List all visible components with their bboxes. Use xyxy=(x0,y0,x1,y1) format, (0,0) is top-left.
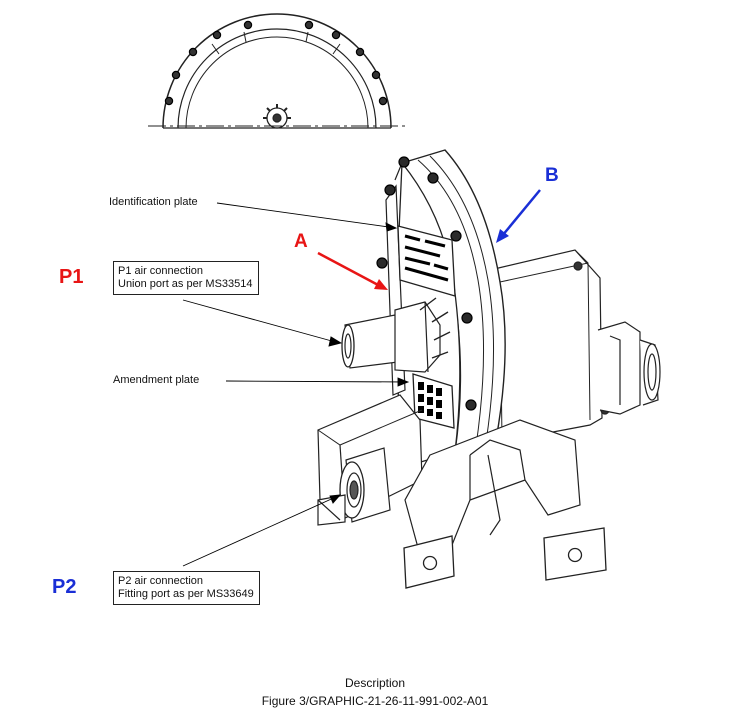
flange-bolt-icon xyxy=(164,20,388,106)
b-label: B xyxy=(545,165,559,186)
gear-icon xyxy=(263,104,291,129)
p1-callout-line-2: Union port as per MS33514 xyxy=(118,278,253,290)
p2-callout-line-1: P2 air connection xyxy=(118,575,203,587)
p1-callout-line-1: P1 air connection xyxy=(118,265,203,277)
caption-description: Description xyxy=(344,676,406,690)
leader-lines xyxy=(182,202,410,567)
amendment-plate-label: Amendment plate xyxy=(113,374,200,386)
p2-callout-box: P2 air connection Fitting port as per MS… xyxy=(113,571,260,605)
view-arrow-b xyxy=(496,189,541,243)
identification-plate-label: Identification plate xyxy=(109,196,198,208)
bolt-icon xyxy=(376,156,477,442)
p2-label: P2 xyxy=(52,576,77,598)
valve-assembly xyxy=(317,149,661,589)
caption-figure: Figure 3/GRAPHIC-21-26-11-991-002-A01 xyxy=(261,694,489,708)
a-label: A xyxy=(294,231,308,252)
top-section-view xyxy=(148,13,405,129)
p1-callout-box: P1 air connection Union port as per MS33… xyxy=(113,261,259,295)
p1-label: P1 xyxy=(59,266,84,288)
view-arrow-a xyxy=(317,251,388,290)
p2-callout-line-2: Fitting port as per MS33649 xyxy=(118,588,254,600)
